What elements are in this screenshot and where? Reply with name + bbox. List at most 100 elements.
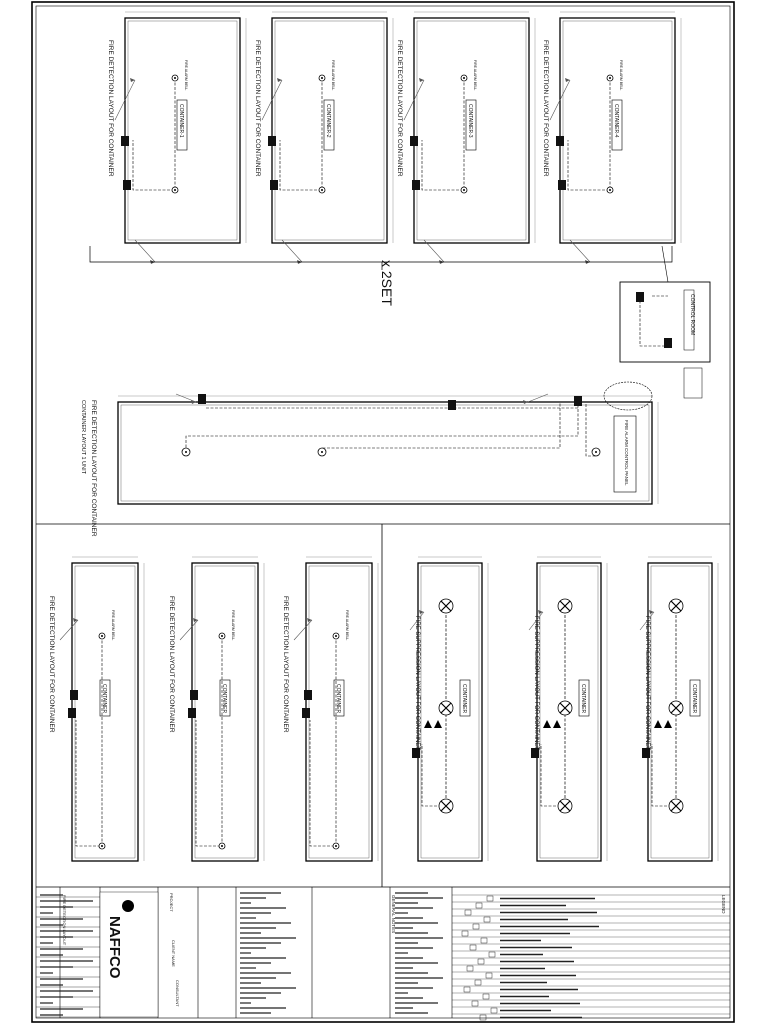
- panel-body: [190, 690, 198, 700]
- panel-body: [70, 690, 78, 700]
- leader-arrow: [549, 78, 571, 121]
- wiring-loop: [279, 78, 323, 191]
- panel-body: [198, 394, 206, 404]
- leader-line: [179, 619, 199, 641]
- detector-dot: [463, 189, 465, 191]
- leader-line: [134, 239, 156, 263]
- container-wall: [647, 562, 713, 862]
- logo-box: [99, 891, 159, 1018]
- panel-icon: [664, 338, 672, 348]
- middle-container-plan: FIRE DETECTION LAYOUT FOR CONTAINERCONTA…: [80, 381, 659, 537]
- leader-line: [528, 611, 544, 631]
- detection-plan-1: FIRE DETECTION LAYOUT FOR CONTAINER CONTA…: [48, 556, 145, 862]
- nozzle-cross: [559, 600, 571, 612]
- leader-head: [307, 618, 312, 622]
- container-outline: [71, 556, 145, 862]
- leader-head: [523, 400, 528, 404]
- room-tag-box: [219, 679, 231, 717]
- smoke-detector-icon: [218, 632, 226, 640]
- container-inner-wall: [562, 20, 673, 241]
- container-wall: [559, 17, 676, 244]
- discharge-nozzle-icon: [668, 598, 684, 614]
- leader-line: [59, 619, 79, 641]
- panel-body: [268, 136, 276, 146]
- container-outline: [413, 11, 536, 244]
- leader-arrow: [59, 618, 79, 641]
- container-outline: [417, 556, 489, 862]
- room-tag: CONTAINER: [333, 679, 345, 717]
- leader-head: [565, 78, 570, 82]
- device-note: FIRE ALARM BELL: [184, 60, 188, 90]
- detector-dot: [335, 635, 337, 637]
- legend-symbol-icon: [480, 937, 488, 944]
- room-tag-label: CONTAINER: [101, 684, 107, 713]
- legend-symbol-icon: [477, 958, 485, 965]
- detector-pair-icon: [654, 720, 672, 728]
- panel-body: [412, 748, 420, 758]
- control-room-tag-box: [683, 289, 695, 351]
- room-tag: CONTAINER: [578, 679, 590, 717]
- leader-head: [649, 610, 654, 614]
- room-tag-label: CONTAINER-2: [325, 104, 331, 138]
- discharge-nozzle-icon: [668, 798, 684, 814]
- leader-head: [419, 610, 424, 614]
- logo-mark-icon: [122, 900, 134, 912]
- leader-head: [73, 618, 78, 622]
- legend-symbol-icon: [475, 902, 483, 909]
- room-tag-box: [333, 679, 345, 717]
- smoke-detector-icon: [606, 74, 614, 82]
- container-outline: [124, 11, 247, 244]
- bottom-left-plans: FIRE DETECTION LAYOUT FOR CONTAINER CONTA…: [48, 556, 379, 862]
- leader-arrow: [409, 610, 425, 631]
- room-tag-label: CONTAINER-3: [467, 104, 473, 138]
- detector-dot: [609, 189, 611, 191]
- smoke-detector-icon: [218, 842, 226, 850]
- plan-caption: FIRE DETECTION LAYOUT FOR CONTAINER: [107, 40, 114, 177]
- wiring-loop: [132, 78, 176, 191]
- project-label: PROJECT: [169, 893, 174, 912]
- long-container-outline: [117, 395, 659, 505]
- release-panel-icon: [642, 748, 650, 758]
- smoke-detector-icon: [460, 74, 468, 82]
- container-outline: [271, 11, 394, 244]
- nozzle-cross: [440, 800, 452, 812]
- device-note: FIRE ALARM BELL: [619, 60, 623, 90]
- middle-plan-subcaption: CONTAINER LAYOUT 1 UNIT: [80, 400, 86, 475]
- panel-body: [448, 400, 456, 410]
- room-tag: CONTAINER: [99, 679, 111, 717]
- control-panel-icon: [556, 136, 564, 146]
- manual-call-point-icon: [304, 690, 312, 700]
- manual-call-point-icon: [412, 180, 420, 190]
- discharge-nozzle-icon: [438, 798, 454, 814]
- wiring-loop: [309, 636, 337, 847]
- manual-call-point-icon: [123, 180, 131, 190]
- legend-symbol-icon: [472, 923, 480, 930]
- legend-symbol-icon: [469, 944, 477, 951]
- smoke-detector-icon: [332, 842, 340, 850]
- container-wall: [124, 17, 241, 244]
- panel-body: [574, 396, 582, 406]
- legend-symbol-icon: [482, 993, 490, 1000]
- leader-line: [549, 79, 571, 121]
- leader-arrow: [175, 393, 197, 404]
- pipe-branch: [651, 744, 676, 807]
- room-tag-box: [99, 679, 111, 717]
- control-panel-icon: [68, 708, 76, 718]
- panel-body: [188, 708, 196, 718]
- nozzle-cross: [670, 600, 682, 612]
- panel-body: [304, 690, 312, 700]
- smoke-detector-icon: [332, 632, 340, 640]
- detector-dot: [174, 77, 176, 79]
- detector-dot: [101, 845, 103, 847]
- plan-caption: FIRE SUPPRESSION LAYOUT FOR CONTAINER: [533, 616, 539, 751]
- plan-caption: FIRE DETECTION LAYOUT FOR CONTAINER: [48, 596, 55, 733]
- detector-dot: [321, 189, 323, 191]
- smoke-detector-icon: [98, 632, 106, 640]
- smoke-detector-icon: [181, 447, 191, 457]
- smoke-detector-icon: [171, 74, 179, 82]
- container-wall: [417, 562, 483, 862]
- legend-symbol-icon: [466, 965, 474, 972]
